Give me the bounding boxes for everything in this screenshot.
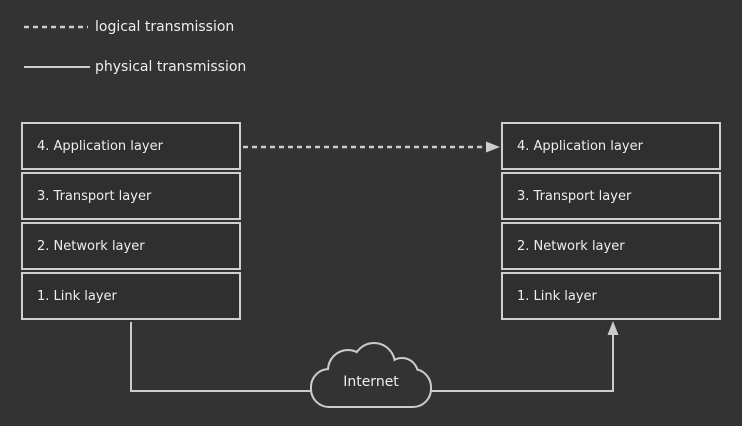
left-layer-application: 4. Application layer: [21, 122, 241, 170]
layer-label: 2. Network layer: [37, 238, 145, 254]
left-layer-transport: 3. Transport layer: [21, 172, 241, 220]
layer-label: 1. Link layer: [517, 288, 597, 304]
layer-label: 4. Application layer: [37, 138, 163, 154]
legend-label-physical: physical transmission: [95, 59, 247, 75]
right-layer-application: 4. Application layer: [501, 122, 721, 170]
right-protocol-stack: 4. Application layer 3. Transport layer …: [501, 122, 721, 322]
arrowhead-up-icon: [607, 321, 619, 335]
left-protocol-stack: 4. Application layer 3. Transport layer …: [21, 122, 241, 322]
right-layer-transport: 3. Transport layer: [501, 172, 721, 220]
layer-label: 3. Transport layer: [37, 188, 152, 204]
layer-label: 3. Transport layer: [517, 188, 632, 204]
layer-label: 1. Link layer: [37, 288, 117, 304]
internet-cloud-label: Internet: [343, 374, 399, 390]
right-layer-network: 2. Network layer: [501, 222, 721, 270]
right-layer-link: 1. Link layer: [501, 272, 721, 320]
layer-label: 4. Application layer: [517, 138, 643, 154]
arrowhead-right-icon: [486, 141, 500, 153]
layer-label: 2. Network layer: [517, 238, 625, 254]
left-layer-link: 1. Link layer: [21, 272, 241, 320]
internet-cloud-shape: [310, 342, 432, 408]
left-layer-network: 2. Network layer: [21, 222, 241, 270]
legend-label-logical: logical transmission: [95, 19, 235, 35]
